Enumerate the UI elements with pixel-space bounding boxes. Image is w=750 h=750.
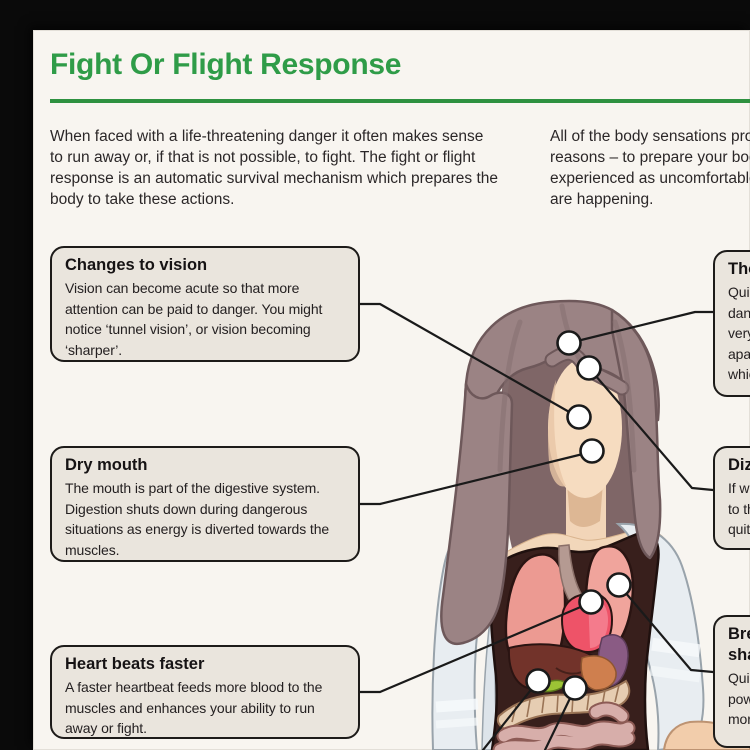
callout-line: muscles and enhances your ability to run	[65, 699, 315, 716]
callout-dry-mouth: Dry mouth The mouth is part of the diges…	[50, 446, 360, 562]
callout-line: Vision can become acute so that more	[65, 280, 300, 296]
line-breathing	[617, 583, 715, 674]
marker-mouth	[579, 438, 605, 464]
left-cuff-highlight2	[435, 717, 479, 729]
intro-right-line: experienced as uncomfortable if you don’…	[550, 170, 750, 187]
callout-title: Dry mouth	[65, 456, 148, 474]
cheek-shadow	[548, 380, 566, 487]
intro-left-line: When faced with a life-threatening dange…	[50, 128, 484, 145]
marker-lung	[606, 572, 632, 598]
callout-line: notice ‘tunnel vision’, or vision becomi…	[65, 321, 311, 337]
callout-changes-to-vision: Changes to vision Vision can become acut…	[50, 246, 360, 362]
marker-forehead	[576, 355, 602, 381]
body-point-markers	[525, 330, 632, 701]
callout-line: power your muscles, helping you to run	[728, 690, 750, 707]
callout-line: situations as energy is diverted towards…	[65, 521, 330, 537]
marker-eye	[566, 404, 592, 430]
callout-dizzy-or-lightheaded: Dizzy or lightheaded If we don’t fight o…	[713, 446, 750, 550]
callout-line: The mouth is part of the digestive syste…	[65, 480, 320, 496]
callout-line: very often notice thoughts speeding up,	[728, 325, 750, 341]
callout-line: attention can be paid to danger. You mig…	[65, 300, 323, 317]
marker-heart	[578, 589, 604, 615]
callout-title-line2: shallower	[728, 646, 750, 664]
hair-left-lock	[440, 382, 514, 646]
callout-line: away or fight.	[65, 720, 147, 736]
callout-line: which thoughts are helpful.	[728, 366, 750, 382]
intro-right-line: are happening.	[550, 191, 654, 208]
callout-line: more quickly or fight harder.	[728, 711, 750, 727]
marker-abdomen-right	[562, 675, 588, 701]
right-cuff-highlight	[651, 637, 701, 658]
callout-line: A faster heartbeat feeds more blood to t…	[65, 679, 323, 695]
callout-line: quite lightheaded.	[728, 521, 750, 537]
callout-line: Digestion shuts down during dangerous	[65, 500, 308, 517]
intro-left-line: body to take these actions.	[50, 191, 235, 208]
intro-right-line: All of the body sensations produced are …	[550, 128, 750, 145]
marker-abdomen-left	[525, 668, 551, 694]
intro-left-line: response is an automatic survival mechan…	[50, 170, 498, 187]
callout-line: muscles.	[65, 541, 120, 558]
right-cuff-highlight2	[649, 665, 701, 683]
connector-lines	[358, 302, 715, 750]
callout-breathing-quicker-shallower: Breathing becomes quicker and shallower …	[713, 615, 750, 748]
callout-thoughts-racing: Thoughts racing Quick thinking helps us …	[713, 250, 750, 397]
callout-line: danger and to make rapid decisions. You	[728, 304, 750, 321]
line-drymouth	[358, 450, 593, 506]
callout-heart-beats-faster: Heart beats faster A faster heartbeat fe…	[50, 645, 360, 739]
line-heart	[358, 601, 592, 694]
small-intestines	[492, 701, 636, 750]
intro-left-line: to run away or, if that is not possible,…	[50, 149, 476, 166]
colon-segments	[511, 684, 620, 723]
callout-line: apart or racing, and it can be hard to t…	[728, 345, 750, 362]
marker-crown	[556, 330, 582, 356]
callout-title: Changes to vision	[65, 256, 208, 274]
left-cuff-highlight	[435, 698, 479, 713]
callout-title: Breathing becomes quicker and	[728, 625, 750, 643]
line-abdomen-left	[481, 679, 540, 750]
intro-paragraph-left: When faced with a life-threatening dange…	[50, 126, 530, 210]
liver-crease	[555, 667, 583, 675]
callout-title: Thoughts racing	[728, 260, 750, 278]
callout-line: ‘sharper’.	[65, 341, 123, 358]
line-vision	[358, 302, 580, 419]
callout-line: If we don’t fight or run, the extra oxyg…	[728, 480, 750, 496]
callout-title: Heart beats faster	[65, 655, 205, 673]
callout-line: to the brain can make us feel dizzy or	[728, 500, 750, 517]
line-dizzy	[587, 366, 715, 492]
callout-line: Quicker breathing takes in more oxygen t…	[728, 670, 750, 686]
intro-paragraph-right: All of the body sensations produced are …	[550, 126, 750, 210]
intro-right-line: reasons – to prepare your body to run aw…	[550, 149, 750, 166]
callout-line: Quick thinking helps us to evaluate	[728, 284, 750, 300]
page-title: Fight Or Flight Response	[50, 48, 402, 81]
line-thoughts	[567, 310, 715, 345]
title-divider-rule	[50, 99, 750, 103]
callout-title: Dizzy or lightheaded	[728, 456, 750, 474]
